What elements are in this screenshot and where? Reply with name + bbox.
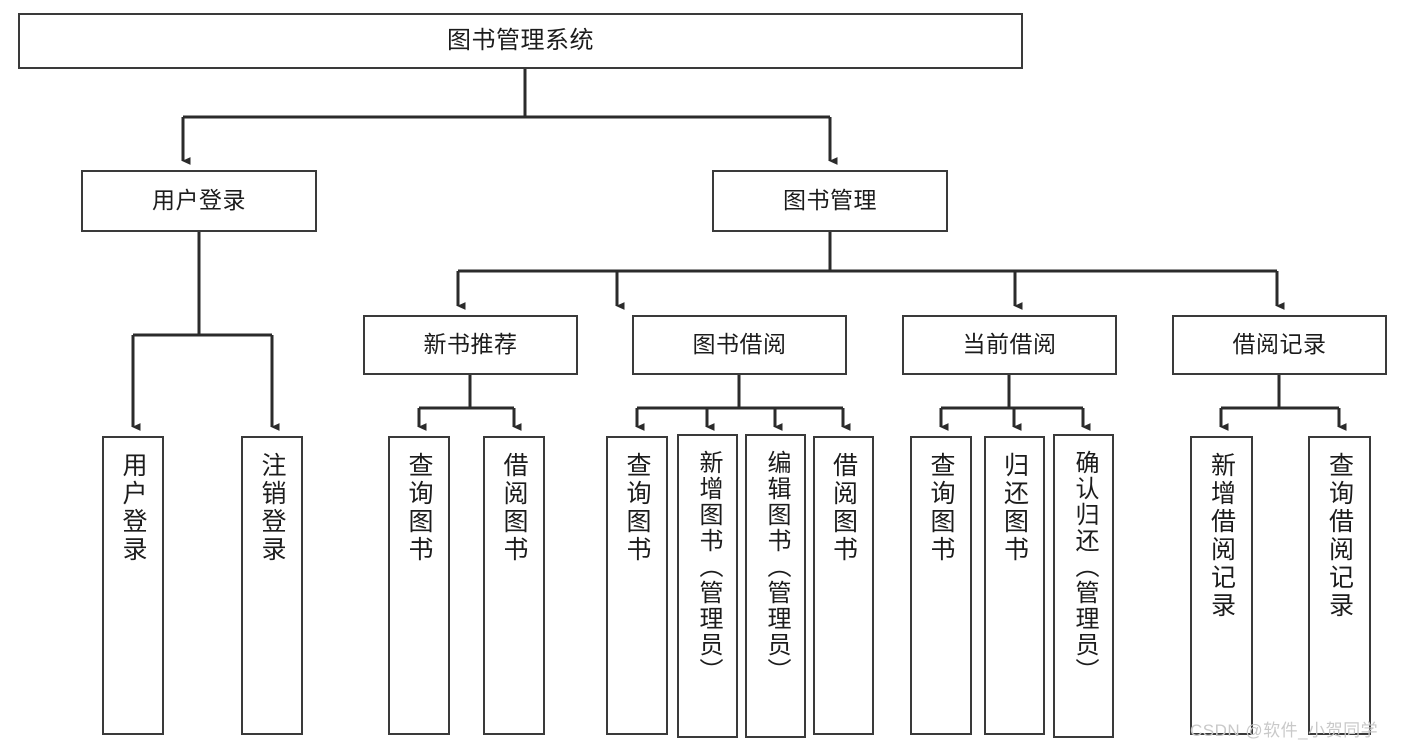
node-label: 编辑图书（管理员） [762, 450, 790, 684]
node-label: 查询借阅记录 [1325, 452, 1354, 620]
node-label: 确认归还（管理员） [1070, 450, 1098, 684]
node-leaf-query-book-2[interactable]: 查询图书 [606, 436, 668, 735]
node-label: 查询图书 [927, 452, 955, 564]
node-leaf-confirm-return[interactable]: 确认归还（管理员） [1053, 434, 1114, 738]
node-label: 用户登录 [152, 187, 246, 214]
node-leaf-add-book[interactable]: 新增图书（管理员） [677, 434, 738, 738]
node-label: 图书管理 [783, 187, 877, 214]
node-label: 查询图书 [405, 452, 433, 564]
node-leaf-query-book-1[interactable]: 查询图书 [388, 436, 450, 735]
node-root[interactable]: 图书管理系统 [18, 13, 1023, 69]
node-label: 借阅图书 [500, 452, 528, 564]
node-label: 图书管理系统 [447, 26, 594, 54]
node-label: 新增图书（管理员） [694, 450, 722, 684]
node-leaf-edit-book[interactable]: 编辑图书（管理员） [745, 434, 806, 738]
node-label: 注销登录 [258, 452, 286, 564]
node-borrow[interactable]: 图书借阅 [632, 315, 847, 375]
node-label: 借阅记录 [1232, 331, 1327, 358]
node-record[interactable]: 借阅记录 [1172, 315, 1387, 375]
edge-group [131, 69, 1347, 431]
node-label: 当前借阅 [962, 331, 1057, 358]
node-leaf-add-record[interactable]: 新增借阅记录 [1190, 436, 1253, 735]
node-leaf-borrow-book-2[interactable]: 借阅图书 [813, 436, 874, 735]
node-leaf-borrow-book-1[interactable]: 借阅图书 [483, 436, 545, 735]
node-leaf-return-book[interactable]: 归还图书 [984, 436, 1045, 735]
node-label: 借阅图书 [829, 452, 858, 564]
node-leaf-query-book-3[interactable]: 查询图书 [910, 436, 972, 735]
node-leaf-user-login[interactable]: 用户登录 [102, 436, 164, 735]
node-leaf-query-record[interactable]: 查询借阅记录 [1308, 436, 1371, 735]
watermark-text: CSDN @软件_小贺同学 [1190, 721, 1379, 740]
node-label: 新增借阅记录 [1207, 452, 1236, 620]
node-label: 新书推荐 [423, 331, 518, 358]
node-label: 图书借阅 [692, 331, 787, 358]
node-label: 用户登录 [119, 452, 147, 564]
node-leaf-user-logout[interactable]: 注销登录 [241, 436, 303, 735]
node-newbook[interactable]: 新书推荐 [363, 315, 578, 375]
node-bookmgmt[interactable]: 图书管理 [712, 170, 948, 232]
node-label: 查询图书 [623, 452, 651, 564]
node-current[interactable]: 当前借阅 [902, 315, 1117, 375]
node-label: 归还图书 [1000, 452, 1029, 564]
node-login[interactable]: 用户登录 [81, 170, 317, 232]
